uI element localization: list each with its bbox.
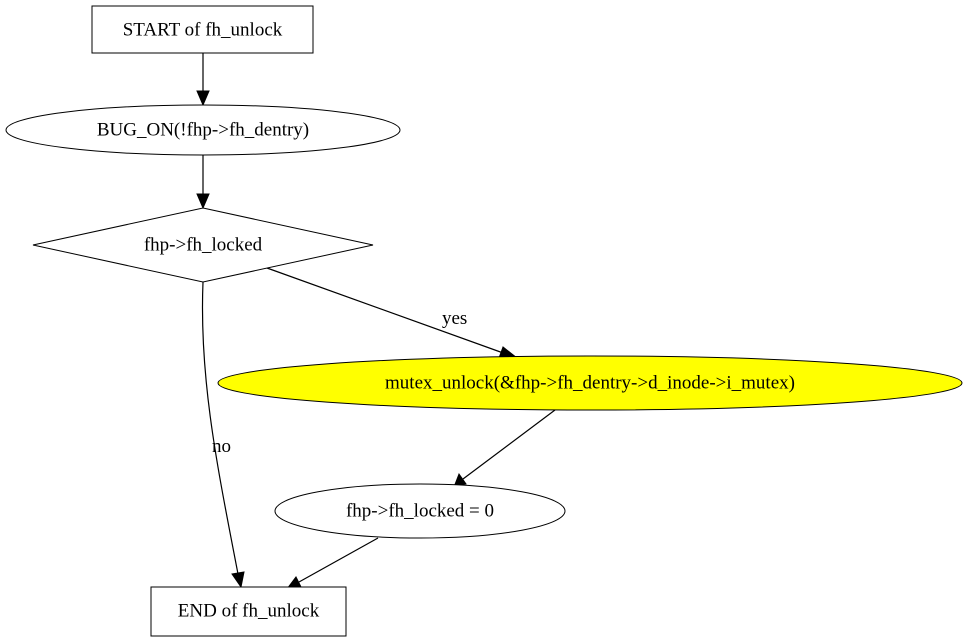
node-start: START of fh_unlock <box>91 5 314 54</box>
edge-label-no: no <box>212 436 231 457</box>
arrowhead-icon <box>196 90 210 107</box>
edge-decision-to-end-no <box>201 281 245 589</box>
node-mutex-unlock: mutex_unlock(&fhp->fh_dentry->d_inode->i… <box>217 355 963 411</box>
arrowhead-icon <box>231 571 245 589</box>
node-end-label: END of fh_unlock <box>178 601 320 622</box>
edge-assign-to-end <box>285 537 379 590</box>
edge-bugon-to-decision <box>196 155 210 210</box>
node-assign: fhp->fh_locked = 0 <box>274 483 566 539</box>
node-decision-label: fhp->fh_locked <box>144 235 263 256</box>
node-decision: fhp->fh_locked <box>32 207 374 283</box>
edge-start-to-bugon <box>196 53 210 107</box>
edge-label-yes: yes <box>442 308 467 329</box>
edge-decision-to-mutex-yes <box>266 267 519 359</box>
node-bug-on-label: BUG_ON(!fhp->fh_dentry) <box>97 120 309 141</box>
node-start-label: START of fh_unlock <box>123 20 283 41</box>
edge-mutex-to-assign <box>453 409 556 488</box>
arrowhead-icon <box>196 193 210 210</box>
node-end: END of fh_unlock <box>150 586 347 637</box>
node-mutex-unlock-label: mutex_unlock(&fhp->fh_dentry->d_inode->i… <box>385 373 795 394</box>
node-assign-label: fhp->fh_locked = 0 <box>346 501 494 522</box>
highlighted-node-shape <box>217 355 963 411</box>
node-bug-on: BUG_ON(!fhp->fh_dentry) <box>5 104 401 156</box>
